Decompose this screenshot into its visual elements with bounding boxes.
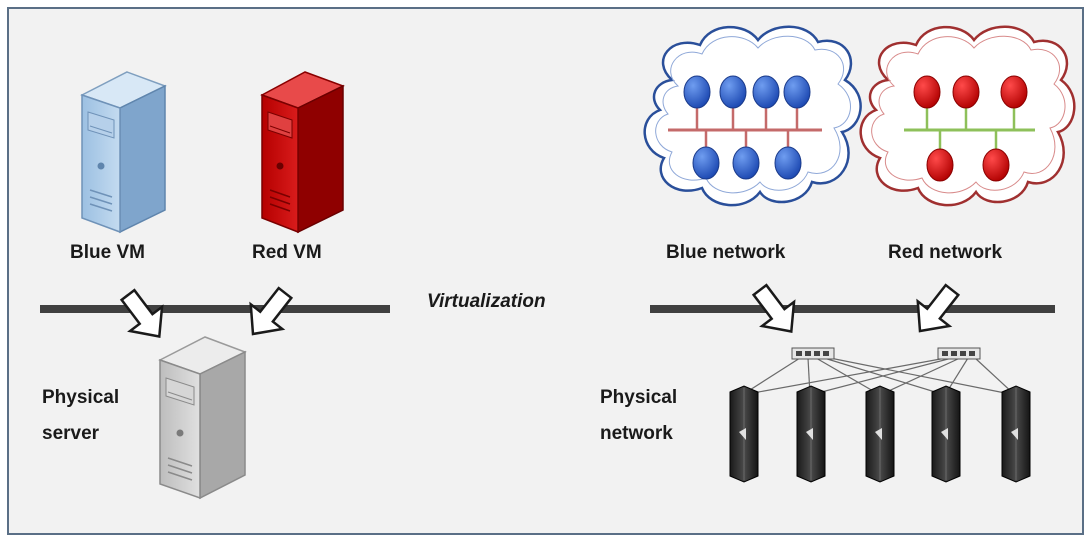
- blue-vm-label: Blue VM: [70, 242, 145, 263]
- hollow-arrow-icon: [916, 283, 961, 333]
- rack-server-icon: [865, 385, 895, 483]
- rack-server-icon: [796, 385, 826, 483]
- hollow-arrow-icon: [751, 283, 796, 334]
- virtualization-label: Virtualization: [427, 291, 546, 312]
- rack-server-icon: [729, 385, 759, 483]
- red-network-label: Red network: [888, 242, 1002, 263]
- right-separator-bar: [650, 305, 1055, 313]
- blue-network-label: Blue network: [666, 242, 786, 263]
- physical-server-label-line2: server: [42, 423, 100, 444]
- rack-server-icon: [1001, 385, 1031, 483]
- hollow-arrow-icon: [119, 288, 164, 339]
- physical-server-icon: [158, 336, 247, 500]
- hollow-arrow-icon: [249, 286, 294, 336]
- physical-server-label-line1: Physical: [42, 387, 119, 408]
- blue-network-cloud-icon: [643, 25, 862, 207]
- physical-network-label-line1: Physical: [600, 387, 677, 408]
- network-switch-icon: [791, 347, 835, 360]
- red-network-cloud-icon: [859, 25, 1076, 207]
- physical-network-label-line2: network: [600, 423, 673, 444]
- blue-vm-server-icon: [80, 71, 167, 234]
- rack-server-icon: [931, 385, 961, 483]
- network-switch-icon: [937, 347, 981, 360]
- red-vm-server-icon: [260, 71, 345, 234]
- red-vm-label: Red VM: [252, 242, 322, 263]
- left-separator-bar: [40, 305, 390, 313]
